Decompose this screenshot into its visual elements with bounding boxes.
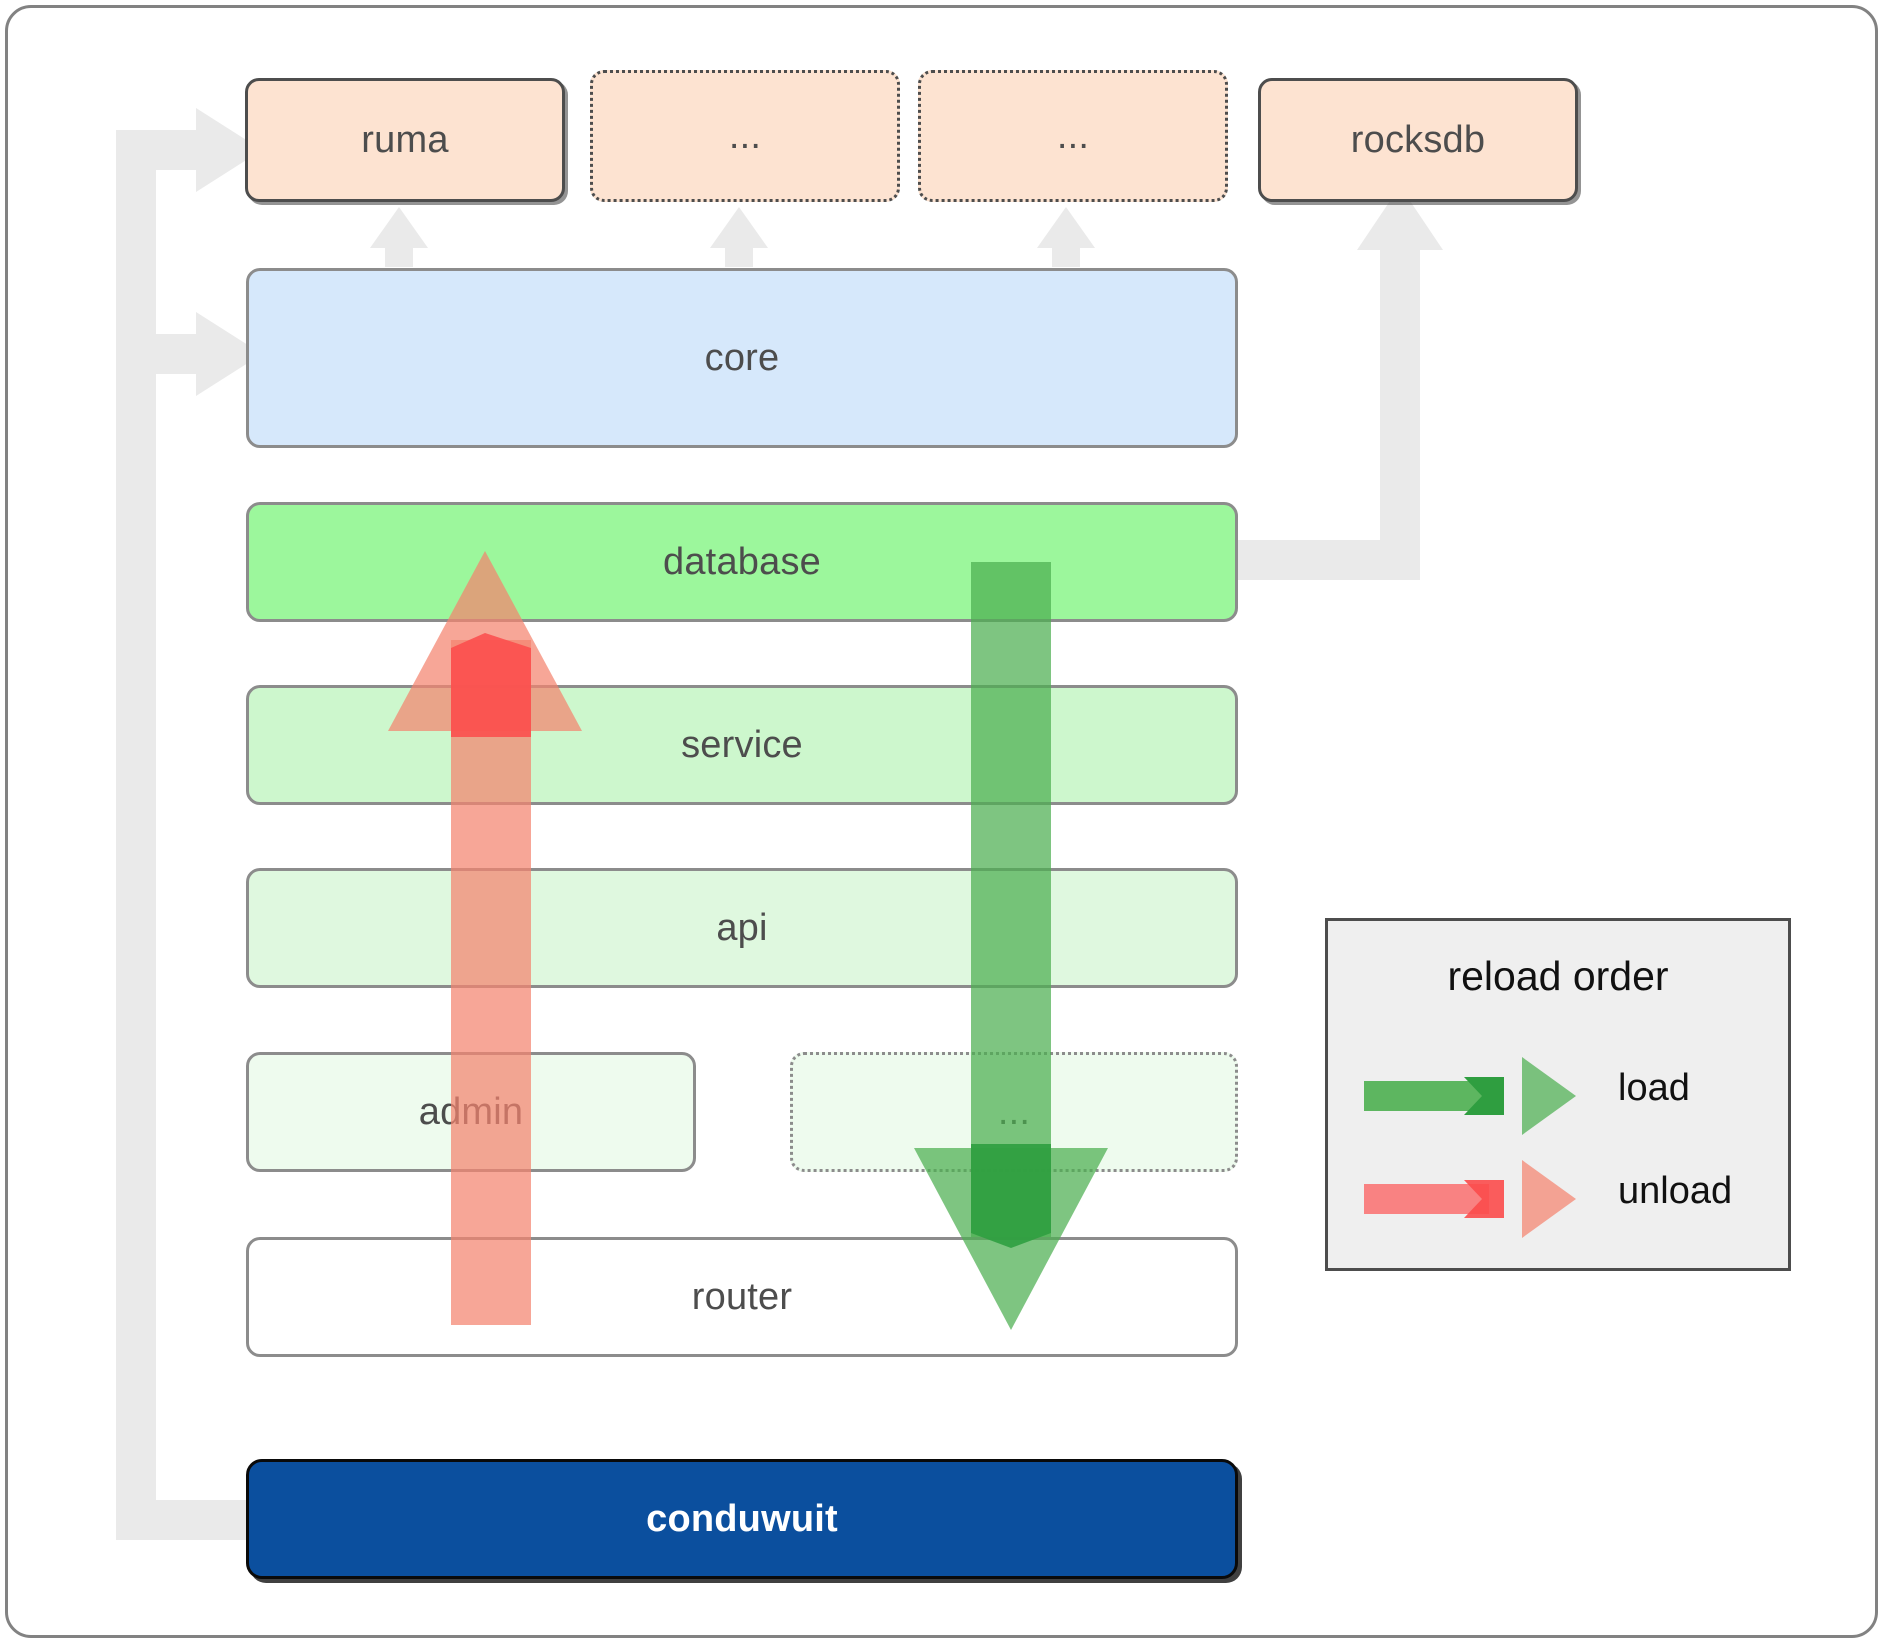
layer-box-database[interactable]: database: [246, 502, 1238, 622]
dependency-label-ellipsis-1: ...: [728, 114, 762, 157]
dependency-label-ruma: ruma: [361, 118, 449, 161]
layer-box-ellipsis-3[interactable]: ...: [790, 1052, 1238, 1172]
dependency-box-rocksdb[interactable]: rocksdb: [1258, 78, 1578, 202]
root-box-conduwuit[interactable]: conduwuit: [246, 1459, 1238, 1579]
layer-box-core[interactable]: core: [246, 268, 1238, 448]
layer-label-api: api: [716, 906, 768, 949]
dependency-label-rocksdb: rocksdb: [1350, 118, 1486, 161]
layer-label-ellipsis-3: ...: [997, 1090, 1031, 1133]
legend-label-load: load: [1618, 1067, 1690, 1109]
legend-row-unload: unload: [1328, 1154, 1788, 1244]
unload-arrow-icon: [1364, 1160, 1576, 1238]
layer-box-service[interactable]: service: [246, 685, 1238, 805]
dependency-box-ellipsis-2[interactable]: ...: [918, 70, 1228, 202]
legend-row-load: load: [1328, 1051, 1788, 1141]
layer-box-admin[interactable]: admin: [246, 1052, 696, 1172]
dependency-box-ruma[interactable]: ruma: [245, 78, 565, 202]
load-arrow-icon: [1364, 1057, 1576, 1135]
legend-label-unload: unload: [1618, 1170, 1733, 1212]
layer-label-router: router: [691, 1275, 793, 1318]
legend-title: reload order: [1447, 953, 1669, 999]
layer-box-router[interactable]: router: [246, 1237, 1238, 1357]
diagram-frame: [5, 5, 1878, 1638]
dependency-box-ellipsis-1[interactable]: ...: [590, 70, 900, 202]
layer-box-api[interactable]: api: [246, 868, 1238, 988]
root-label-conduwuit: conduwuit: [646, 1497, 838, 1540]
layer-label-database: database: [663, 540, 821, 583]
layer-label-core: core: [704, 336, 780, 379]
dependency-label-ellipsis-2: ...: [1056, 114, 1090, 157]
layer-label-service: service: [681, 723, 803, 766]
layer-label-admin: admin: [418, 1090, 524, 1133]
legend-panel: reload order load unload: [1325, 918, 1791, 1271]
